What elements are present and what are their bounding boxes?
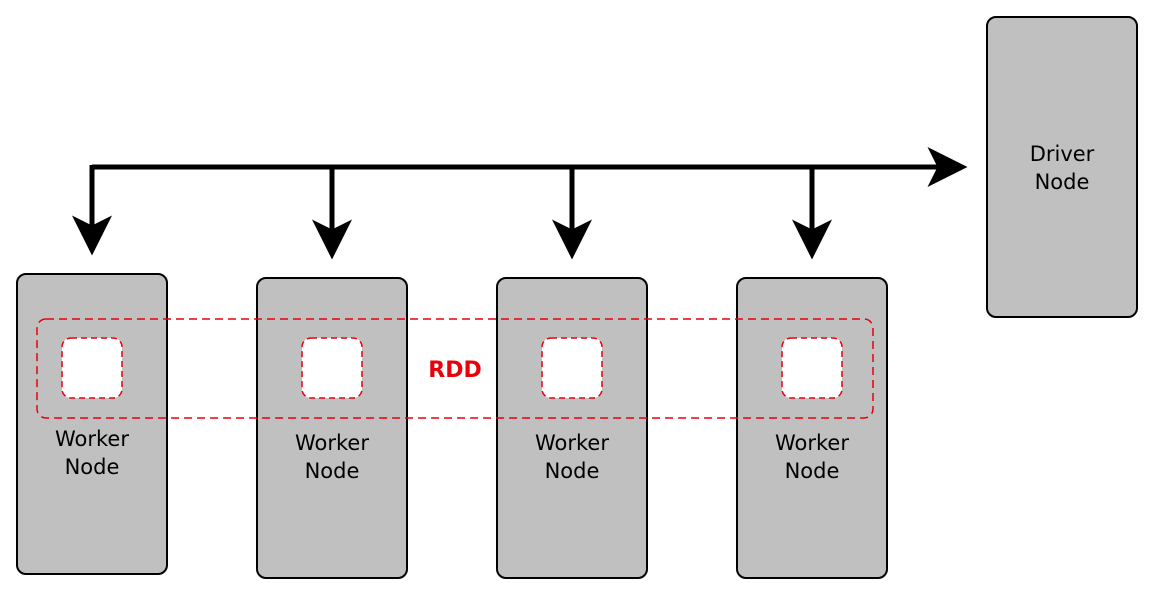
rdd-partition xyxy=(541,337,603,399)
worker-node-label-line2: Node xyxy=(305,459,360,483)
worker-node-label-line1: Worker xyxy=(55,427,129,451)
worker-node-4: Worker Node xyxy=(736,277,888,579)
rdd-partition xyxy=(301,337,363,399)
rdd-label: RDD xyxy=(428,358,481,383)
worker-node-3: Worker Node xyxy=(496,277,648,579)
worker-node-box xyxy=(256,277,408,579)
driver-node: Driver Node xyxy=(986,16,1138,318)
worker-node-label-line2: Node xyxy=(785,459,840,483)
worker-node-2: Worker Node xyxy=(256,277,408,579)
worker-node-label-line2: Node xyxy=(65,455,120,479)
rdd-boundary xyxy=(36,318,874,419)
worker-node-label-line1: Worker xyxy=(535,431,609,455)
driver-node-label-line1: Driver xyxy=(1030,142,1095,166)
worker-node-label-line2: Node xyxy=(545,459,600,483)
rdd-partition xyxy=(781,337,843,399)
worker-node-1: Worker Node xyxy=(16,273,168,575)
worker-node-box xyxy=(736,277,888,579)
rdd-partition xyxy=(61,337,123,399)
worker-node-box xyxy=(496,277,648,579)
connector-network xyxy=(72,147,968,260)
worker-node-box xyxy=(16,273,168,575)
driver-node-label-line2: Node xyxy=(1035,170,1090,194)
driver-node-box xyxy=(986,16,1138,318)
worker-node-label-line1: Worker xyxy=(295,431,369,455)
worker-node-label-line1: Worker xyxy=(775,431,849,455)
